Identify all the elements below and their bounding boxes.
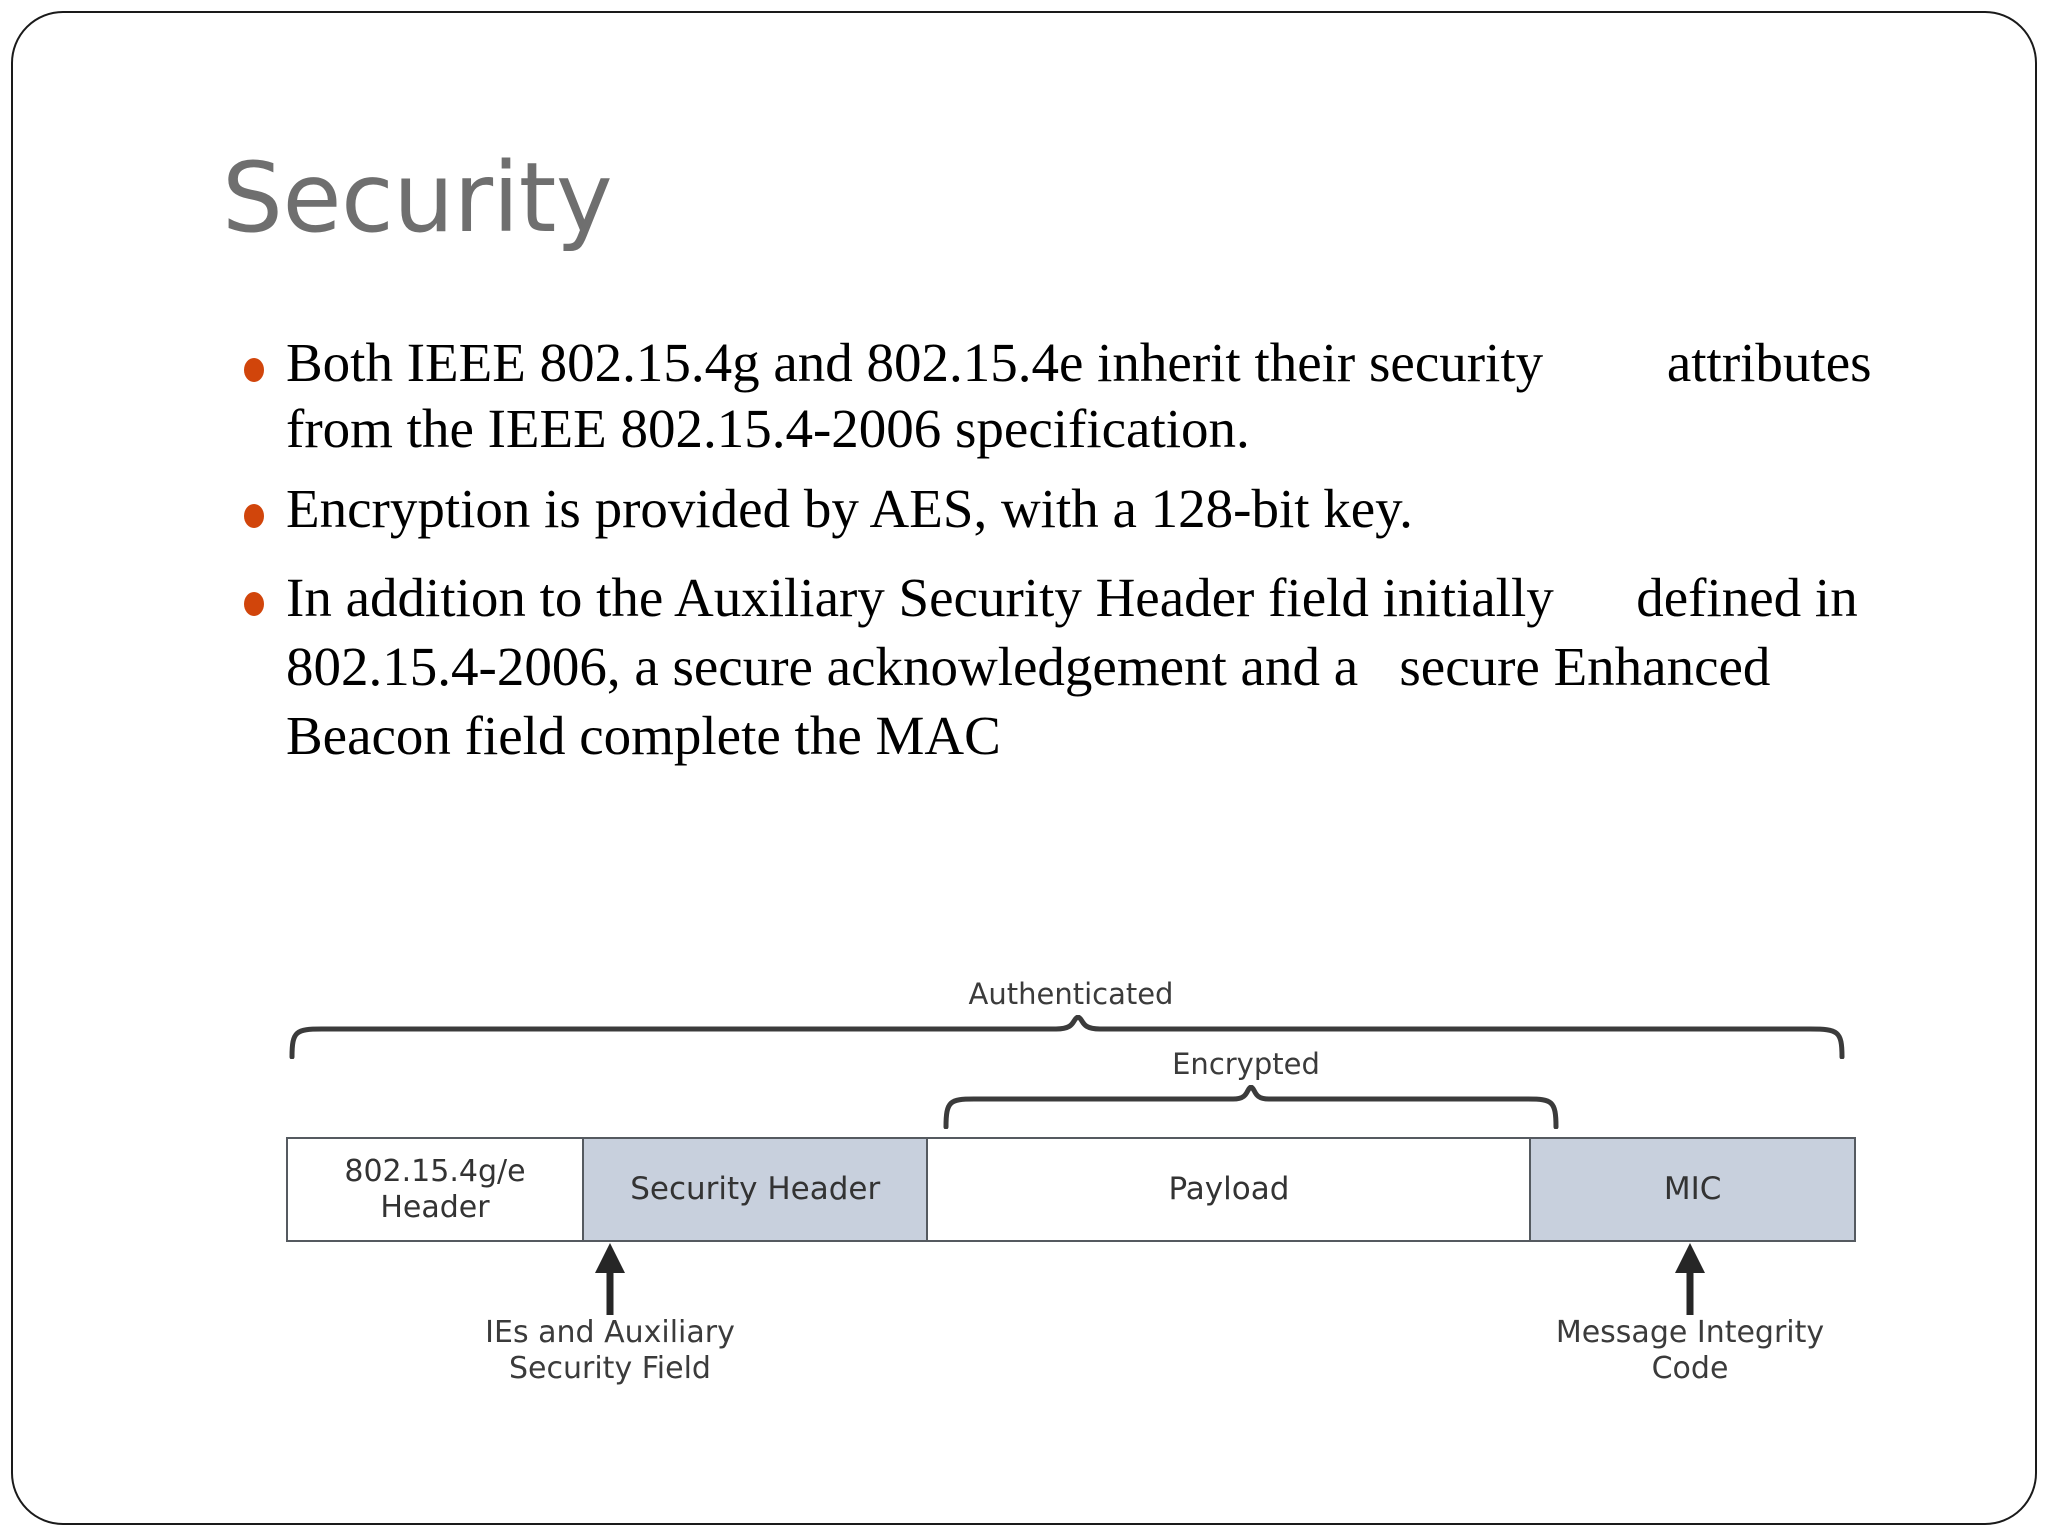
list-item: Both IEEE 802.15.4g and 802.15.4e inheri… (232, 330, 1872, 462)
list-item: Encryption is provided by AES, with a 12… (232, 476, 1872, 542)
segment-label: Payload (1168, 1171, 1290, 1208)
bullet-dot-icon (244, 504, 264, 528)
ies-auxiliary-security-field-callout: IEs and Auxiliary Security Field (485, 1315, 735, 1386)
bullet-text-2: Encryption is provided by AES, with a 12… (286, 478, 1413, 539)
segment-label: 802.15.4g/e Header (344, 1154, 526, 1225)
segment-header-802-15-4ge: 802.15.4g/e Header (288, 1139, 584, 1240)
segment-mic: MIC (1531, 1139, 1854, 1240)
bullet-dot-icon (244, 358, 264, 382)
segment-label: MIC (1663, 1171, 1722, 1208)
bullet-text-1: Both IEEE 802.15.4g and 802.15.4e inheri… (286, 332, 1886, 459)
security-header-arrow-icon (595, 1243, 625, 1315)
segment-security-header: Security Header (583, 1139, 929, 1240)
bullet-dot-icon (244, 592, 264, 616)
encrypted-label: Encrypted (1172, 1047, 1320, 1081)
encrypted-brace-icon (943, 1085, 1559, 1129)
bullet-list: Both IEEE 802.15.4g and 802.15.4e inheri… (232, 330, 1872, 780)
packet-segments-row: 802.15.4g/e Header Security Header Paylo… (286, 1137, 1856, 1242)
mic-arrow-icon (1675, 1243, 1705, 1315)
bullet-text-3: In addition to the Auxiliary Security He… (286, 567, 1872, 766)
segment-payload: Payload (928, 1139, 1532, 1240)
list-item: In addition to the Auxiliary Security He… (232, 564, 1872, 770)
page-title: Security (222, 142, 613, 254)
authenticated-brace-icon (289, 1015, 1845, 1059)
segment-label: Security Header (630, 1171, 881, 1208)
authenticated-label: Authenticated (968, 977, 1174, 1011)
message-integrity-code-callout: Message Integrity Code (1555, 1315, 1825, 1386)
packet-structure-diagram: Authenticated Encrypted 802.15.4g/e Head… (286, 977, 1856, 1405)
